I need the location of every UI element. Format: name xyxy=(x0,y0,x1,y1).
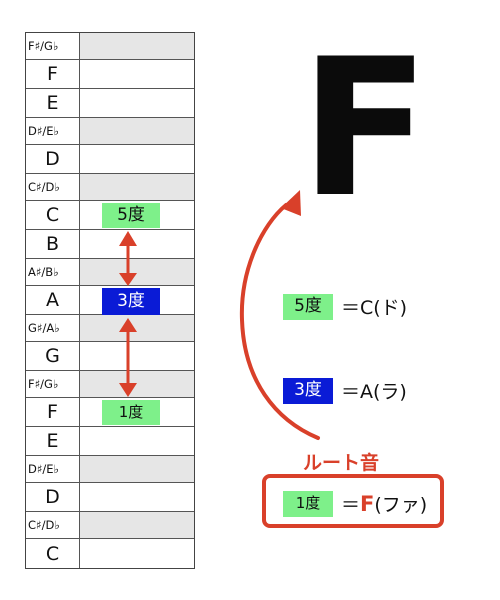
key-name: D♯/E♭ xyxy=(26,118,80,144)
key-name: E xyxy=(26,89,80,117)
white-key-row: C xyxy=(26,539,194,568)
key-name: E xyxy=(26,427,80,455)
black-key-row: G♯/A♭ xyxy=(26,315,194,342)
key-lane xyxy=(80,118,194,144)
key-name: F xyxy=(26,398,80,426)
black-key-row: F♯/G♭ xyxy=(26,33,194,60)
white-key-row: F xyxy=(26,398,194,427)
key-name: C♯/D♭ xyxy=(26,512,80,538)
root-highlight-box xyxy=(262,474,444,528)
key-lane xyxy=(80,371,194,397)
key-name: C♯/D♭ xyxy=(26,174,80,200)
key-lane xyxy=(80,512,194,538)
third-legend-badge: 3度 xyxy=(283,377,333,404)
key-name: D♯/E♭ xyxy=(26,456,80,482)
white-key-row: C xyxy=(26,201,194,230)
black-key-row: A♯/B♭ xyxy=(26,259,194,286)
key-name: C xyxy=(26,539,80,568)
key-name: A xyxy=(26,286,80,314)
fifth-degree-marker: 5度 xyxy=(102,203,160,228)
black-key-row: D♯/E♭ xyxy=(26,456,194,483)
root-degree-marker: 1度 xyxy=(102,400,160,425)
root-legend-eq: ＝ xyxy=(341,494,361,516)
root-legend-badge: 1度 xyxy=(283,490,333,517)
root-arrow xyxy=(239,190,320,440)
key-name: F♯/G♭ xyxy=(26,33,80,59)
third-legend: 3度 ＝A(ラ) xyxy=(283,377,407,404)
key-lane xyxy=(80,456,194,482)
root-note-label: ルート音 xyxy=(303,452,380,474)
fifth-to-third-arrow xyxy=(119,231,137,286)
key-name: G xyxy=(26,342,80,370)
root-legend: 1度 ＝ F (ファ) xyxy=(283,490,427,517)
key-name: G♯/A♭ xyxy=(26,315,80,341)
key-lane xyxy=(80,259,194,285)
key-lane xyxy=(80,315,194,341)
black-key-row: D♯/E♭ xyxy=(26,118,194,145)
white-key-row: E xyxy=(26,89,194,118)
black-key-row: F♯/G♭ xyxy=(26,371,194,398)
fifth-legend-badge: 5度 xyxy=(283,293,333,320)
key-name: F♯/G♭ xyxy=(26,371,80,397)
key-name: A♯/B♭ xyxy=(26,259,80,285)
fifth-legend: 5度 ＝C(ド) xyxy=(283,293,407,320)
third-to-root-arrow xyxy=(119,318,137,397)
key-name: D xyxy=(26,145,80,173)
white-key-row: D xyxy=(26,483,194,512)
chord-root-note: F xyxy=(300,18,430,239)
key-name: D xyxy=(26,483,80,511)
key-name: B xyxy=(26,230,80,258)
white-key-row: F xyxy=(26,60,194,89)
third-legend-value: ＝A(ラ) xyxy=(341,381,407,403)
black-key-row: C♯/D♭ xyxy=(26,512,194,539)
key-name: C xyxy=(26,201,80,229)
root-legend-reading: (ファ) xyxy=(374,494,428,516)
white-key-row: B xyxy=(26,230,194,259)
key-lane xyxy=(80,33,194,59)
key-name: F xyxy=(26,60,80,88)
white-key-row: D xyxy=(26,145,194,174)
key-lane xyxy=(80,174,194,200)
white-key-row: G xyxy=(26,342,194,371)
fifth-legend-value: ＝C(ド) xyxy=(341,297,408,319)
root-legend-note: F xyxy=(360,491,375,516)
third-degree-marker: 3度 xyxy=(102,288,160,315)
white-key-row: E xyxy=(26,427,194,456)
black-key-row: C♯/D♭ xyxy=(26,174,194,201)
